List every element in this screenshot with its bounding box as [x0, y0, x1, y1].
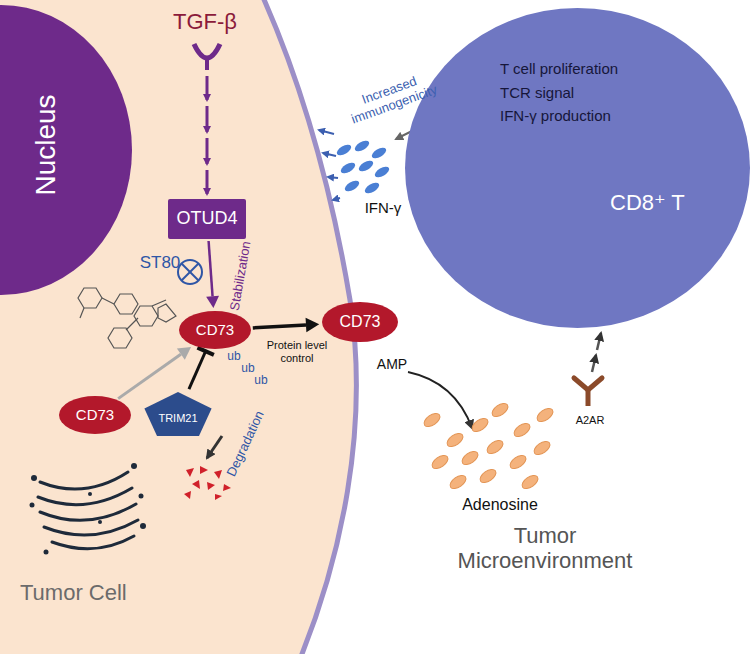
connector-line	[209, 241, 213, 296]
node-text: Nucleus	[30, 94, 62, 195]
arrowhead	[306, 318, 320, 333]
node-text: TRIM21	[158, 412, 197, 424]
connector-line	[189, 351, 206, 389]
ifn-binding-arrows	[319, 130, 340, 200]
signal-arrows	[206, 76, 209, 194]
process-box: OTUD4	[168, 199, 246, 239]
protein-ellipse: CD73	[322, 302, 398, 342]
signal-arrows-t-cell	[592, 333, 601, 372]
node-text: IFN-γ production	[500, 107, 611, 124]
connector	[189, 348, 214, 390]
edge-label: Protein level control	[260, 339, 334, 364]
protein-fragments	[184, 466, 231, 500]
pentagon-shape	[144, 392, 211, 436]
node-text: CD8⁺ T	[610, 190, 685, 215]
arrowhead	[177, 347, 191, 360]
node-text: CD73	[76, 407, 114, 424]
drug-label: ST80	[140, 253, 181, 273]
vesicles	[30, 463, 147, 555]
inhibition-bar	[197, 348, 213, 355]
arrowhead	[206, 296, 219, 308]
a2ar-receptor	[574, 378, 602, 390]
connector-line	[253, 325, 306, 328]
cell-membrane	[0, 0, 356, 654]
receptor-label: A2AR	[576, 414, 605, 427]
ifn-release-arrow	[396, 130, 414, 139]
degradation-arrow	[207, 436, 222, 458]
connector	[118, 347, 191, 399]
ubiquitin-label: ub	[254, 374, 267, 388]
ligand-label: TGF-β	[173, 9, 237, 34]
protein-ellipse: CD73	[59, 396, 131, 434]
a2ar-stem	[586, 390, 591, 406]
node-text: TCR signal	[500, 84, 574, 101]
node-text: OTUD4	[176, 209, 237, 229]
region-label: Tumor Microenvironment	[445, 523, 645, 574]
inhibitor-symbol	[178, 260, 202, 284]
chemical-structure	[78, 288, 176, 348]
ubiquitin-label: ub	[241, 362, 254, 376]
ubiquitin-label: ub	[227, 350, 240, 364]
connector-line	[118, 354, 181, 398]
tgf-receptor	[194, 44, 220, 58]
golgi-apparatus	[38, 472, 138, 549]
conversion-arrow	[408, 372, 472, 428]
protein-ellipse: CD73	[179, 311, 251, 349]
node-text: Tumor Cell	[20, 580, 127, 605]
connector	[253, 318, 319, 333]
ifn-molecules	[335, 139, 391, 196]
cytokine-label: IFN-γ	[365, 199, 402, 216]
node-text: T cell proliferation	[500, 60, 618, 77]
ligase-pentagon: TRIM21	[143, 391, 213, 437]
t-cell: T cell proliferationTCR signalIFN-γ prod…	[405, 8, 750, 328]
metabolite-label: Adenosine	[462, 496, 538, 514]
connector	[206, 241, 219, 308]
node-text: CD73	[196, 322, 234, 339]
substrate-label: AMP	[377, 356, 407, 372]
receptor-stem	[205, 60, 209, 70]
adenosine-molecules	[422, 401, 555, 492]
node-text: CD73	[340, 313, 381, 331]
